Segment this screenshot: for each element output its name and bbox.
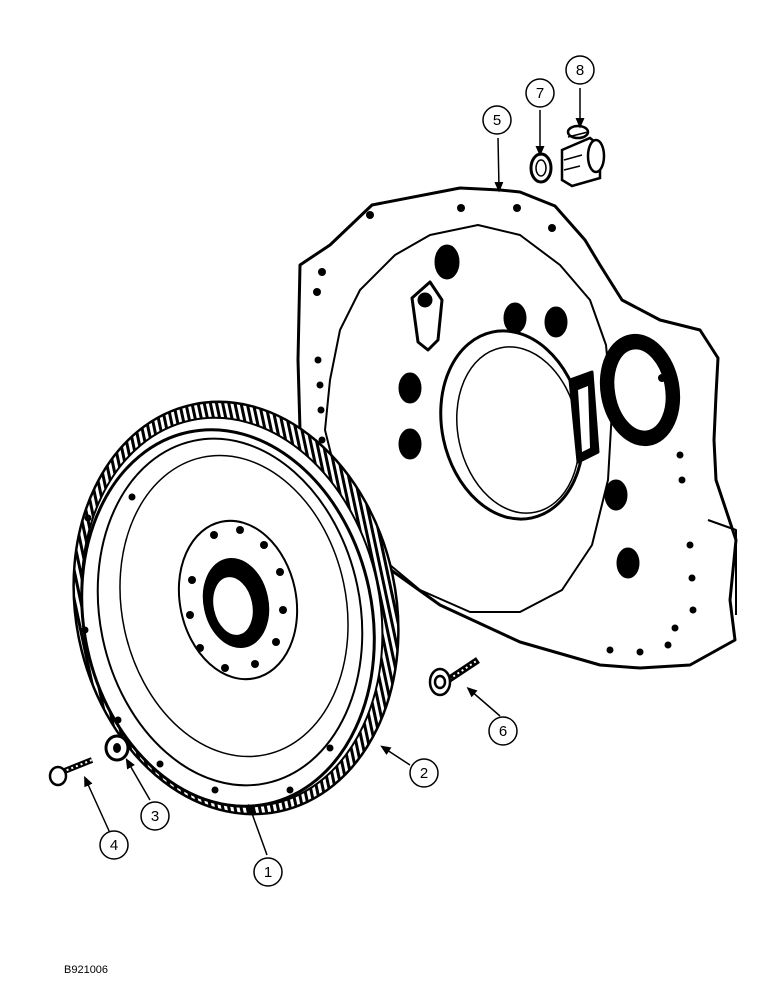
callout-label: 3 bbox=[151, 808, 159, 825]
callout-4: 4 bbox=[99, 830, 129, 860]
callout-1: 1 bbox=[253, 857, 283, 887]
callout-6: 6 bbox=[488, 716, 518, 746]
leader-6 bbox=[466, 687, 501, 717]
callout-label: 7 bbox=[536, 85, 544, 102]
callout-2: 2 bbox=[409, 758, 439, 788]
plug bbox=[560, 124, 606, 188]
callout-label: 8 bbox=[576, 62, 584, 79]
washer bbox=[104, 734, 130, 762]
callout-8: 8 bbox=[565, 55, 595, 85]
callout-label: 1 bbox=[264, 864, 272, 881]
callout-label: 4 bbox=[110, 837, 118, 854]
flywheel-housing bbox=[296, 186, 738, 670]
flywheel bbox=[72, 400, 400, 816]
leader-1 bbox=[247, 803, 268, 856]
leader-4 bbox=[84, 775, 111, 834]
callout-5: 5 bbox=[482, 105, 512, 135]
callout-label: 6 bbox=[499, 723, 507, 740]
leader-3 bbox=[125, 758, 151, 801]
callout-3: 3 bbox=[140, 801, 170, 831]
callout-7: 7 bbox=[525, 78, 555, 108]
callout-label: 5 bbox=[493, 112, 501, 129]
housing-bolt bbox=[428, 657, 480, 697]
figure-code: B921006 bbox=[64, 964, 108, 976]
seal-ring bbox=[529, 152, 553, 184]
callout-label: 2 bbox=[420, 765, 428, 782]
flywheel-bolt bbox=[48, 757, 94, 787]
leader-arrows bbox=[84, 88, 585, 856]
leader-2 bbox=[380, 745, 411, 766]
leader-5 bbox=[494, 137, 504, 193]
